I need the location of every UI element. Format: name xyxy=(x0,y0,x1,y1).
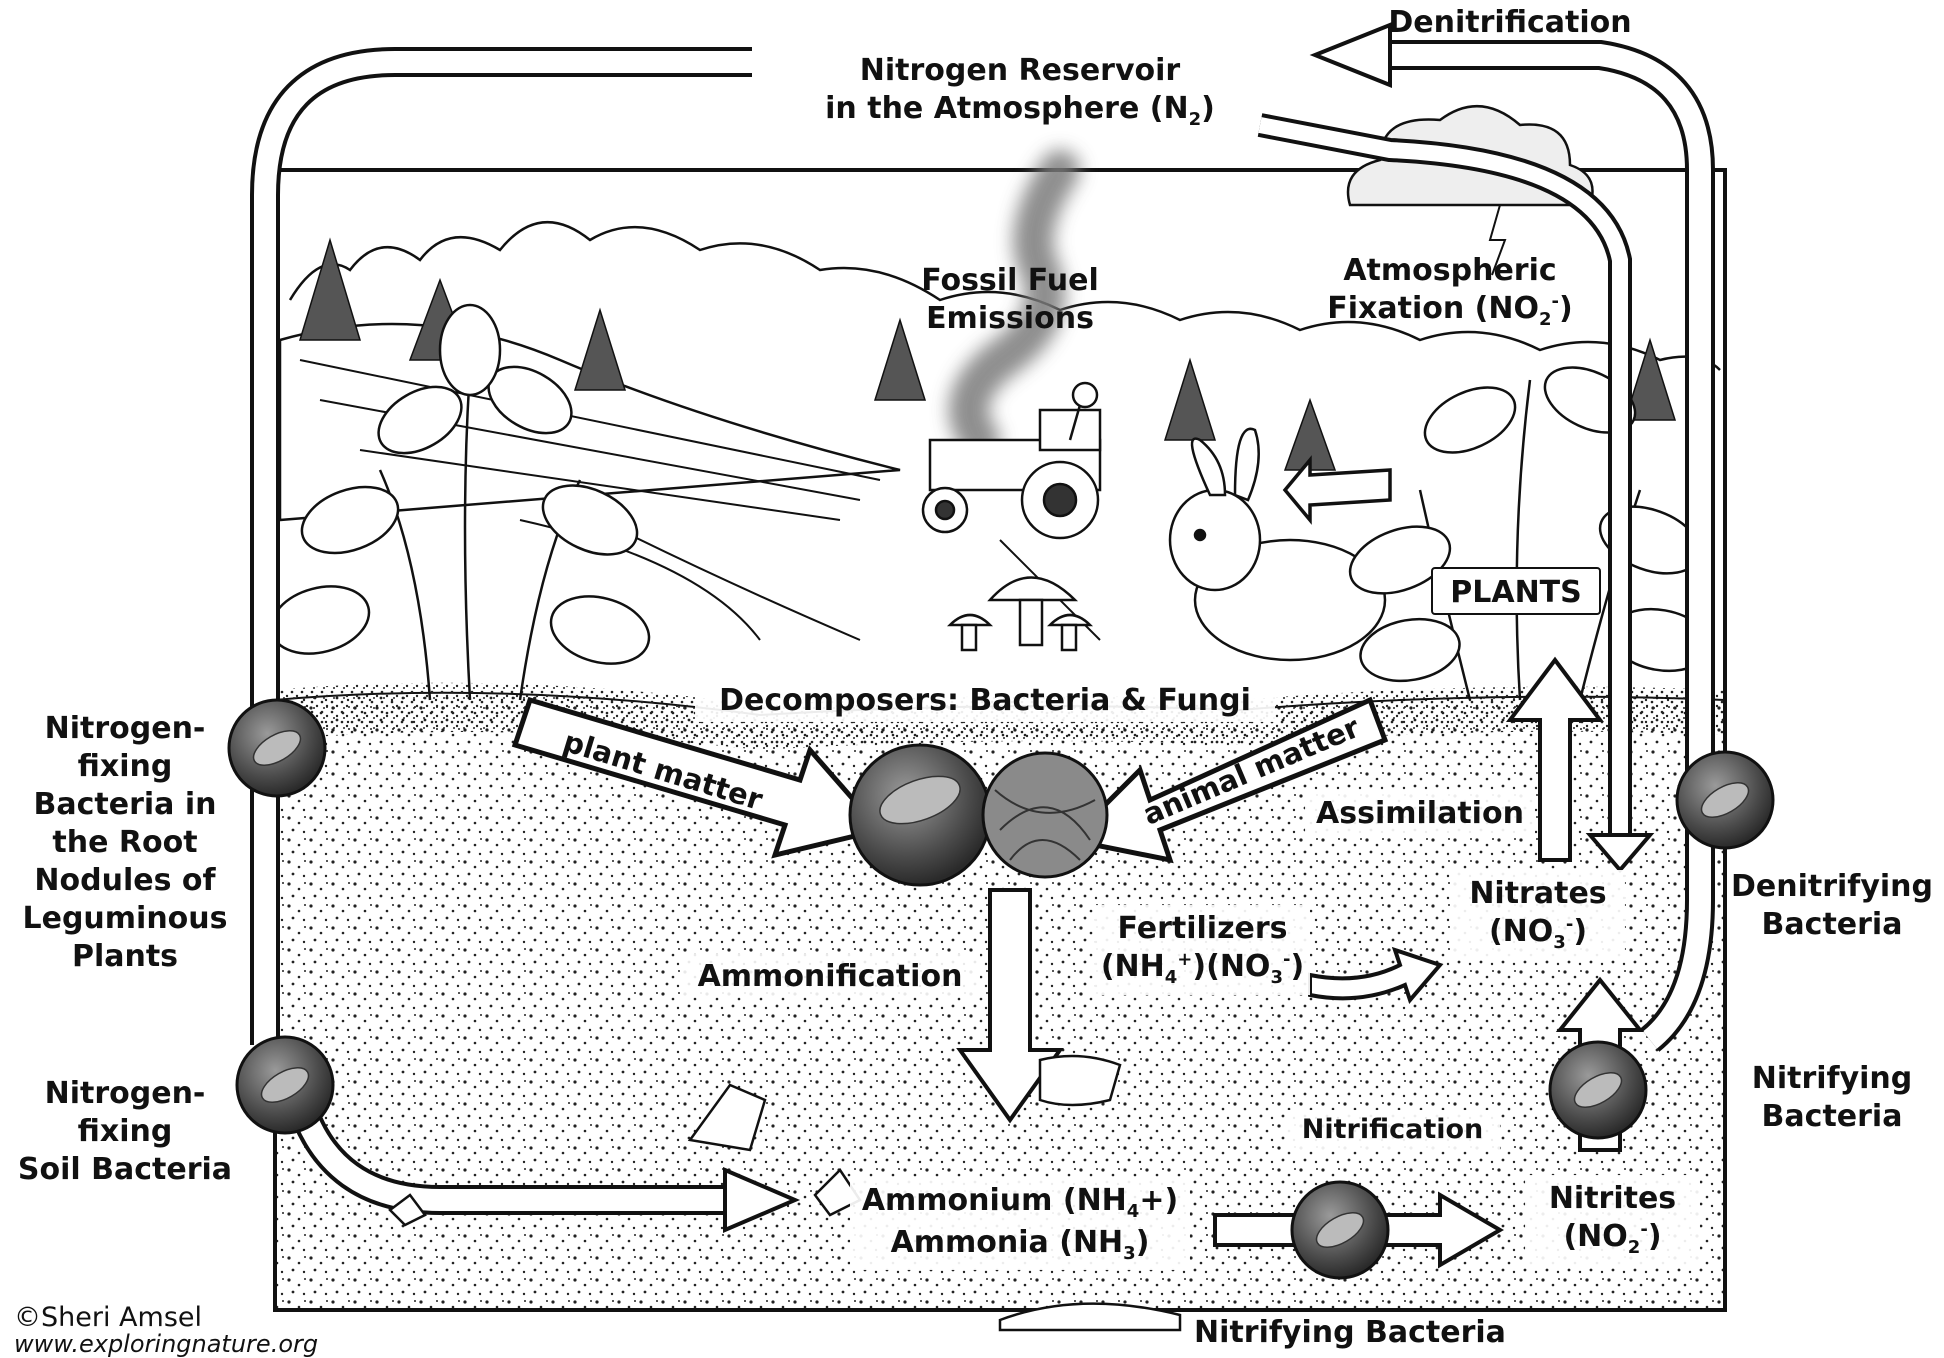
website-credit[interactable]: www.exploringnature.org xyxy=(14,1330,318,1358)
ammonium-ammonia-label: Ammonium (NH4+) Ammonia (NH3) xyxy=(845,1182,1195,1265)
nitrifying-bacteria-bottom-icon xyxy=(1292,1182,1388,1278)
root-nodule-bacteria-label: Nitrogen- fixing Bacteria in the Root No… xyxy=(0,710,250,976)
nitrogen-reservoir-label: Nitrogen Reservoir in the Atmosphere (N2… xyxy=(790,52,1250,131)
nitrification-label: Nitrification xyxy=(1280,1113,1505,1147)
nitrites-label: Nitrites (NO2-) xyxy=(1520,1180,1705,1259)
decomposer-fungi-icon xyxy=(983,753,1107,877)
ammonification-label: Ammonification xyxy=(680,958,980,996)
decomposer-bacteria-icon xyxy=(850,745,990,885)
denitrification-label: Denitrification xyxy=(1370,4,1650,42)
fossil-fuel-label: Fossil Fuel Emissions xyxy=(890,262,1130,337)
denitrifying-bacteria-icon xyxy=(1677,752,1773,848)
nitrates-label: Nitrates (NO3-) xyxy=(1448,875,1628,954)
soil-bacteria-label: Nitrogen- fixing Soil Bacteria xyxy=(0,1075,250,1189)
atmospheric-fixation-label: Atmospheric Fixation (NO2-) xyxy=(1300,252,1600,331)
plants-label: PLANTS xyxy=(1432,574,1600,612)
nitrifying-bacteria-right-label: Nitrifying Bacteria xyxy=(1720,1060,1944,1136)
decomposers-label: Decomposers: Bacteria & Fungi xyxy=(690,682,1280,720)
author-credit: ©Sheri Amsel xyxy=(14,1302,202,1333)
denitrifying-bacteria-label: Denitrifying Bacteria xyxy=(1720,868,1944,944)
fertilizers-label: Fertilizers (NH4+)(NO3-) xyxy=(1090,910,1315,989)
nitrifying-bacteria-right-icon xyxy=(1550,1042,1646,1138)
bacteria-soil-icon xyxy=(237,1037,333,1133)
assimilation-label: Assimilation xyxy=(1300,795,1540,833)
